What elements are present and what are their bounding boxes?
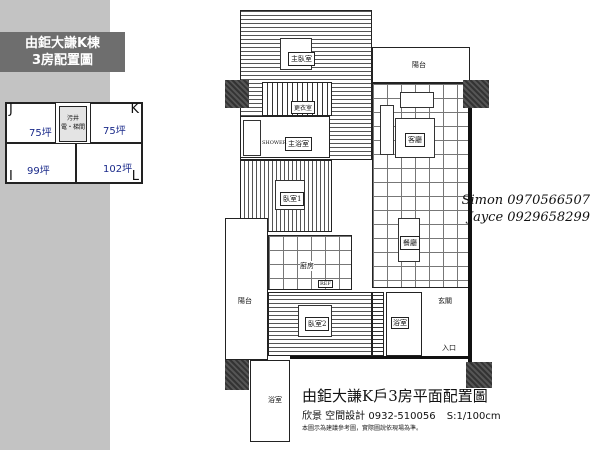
bathtub: [243, 120, 261, 156]
sidebar-background: [0, 0, 110, 450]
title-line1: 由鉅大謙K棟: [24, 36, 101, 51]
plan-note: 本圖示為建議參考圖，實際圖說依現場為準。: [302, 425, 423, 432]
unit-letter: J: [9, 102, 13, 117]
closet: [262, 82, 332, 116]
label-fridge: REF: [318, 280, 333, 288]
bath: [386, 292, 422, 356]
designer-info: 欣景 空間設計 0932-510056: [302, 411, 436, 422]
label-dining: 餐廳: [400, 236, 420, 250]
unit-letter: L: [131, 169, 139, 184]
label-master-bath: 主浴室: [285, 137, 312, 151]
core-label1: 污井: [66, 115, 79, 122]
label-entrance: 入口: [442, 344, 456, 352]
unit-area: 75坪: [103, 126, 126, 137]
label-bedroom2: 臥室2: [305, 317, 330, 331]
label-living: 客廳: [405, 133, 425, 147]
label-bath: 浴室: [391, 317, 409, 329]
living-dining-floor: [372, 83, 472, 288]
pillar: [466, 362, 492, 388]
wardrobe: [372, 292, 384, 356]
balcony-left: [225, 218, 268, 360]
balcony-top: [372, 47, 470, 83]
label-balcony-top: 陽台: [412, 61, 426, 69]
unit-j: J 75坪: [6, 102, 56, 143]
unit-letter: K: [130, 102, 139, 117]
unit-area: 102坪: [103, 164, 133, 175]
scale: S:1/100cm: [446, 411, 501, 422]
label-entry-hall: 玄關: [438, 297, 452, 305]
wall-bottom: [290, 356, 472, 359]
unit-area: 75坪: [29, 128, 52, 139]
plan-title: 由鉅大謙K戶3房平面配置圖: [302, 387, 488, 405]
label-master-bedroom: 主臥室: [288, 52, 315, 66]
key-map: J 75坪 污井 電・梯間 K 75坪 I 99坪 L 102坪: [5, 102, 143, 184]
label-closet: 更衣室: [291, 101, 316, 114]
pillar: [225, 80, 249, 108]
sofa-left: [380, 105, 394, 155]
contact-simon: Simon 0970566507: [461, 193, 590, 208]
small-bath: [250, 360, 290, 442]
plan-designer: 欣景 空間設計 0932-510056 S:1/100cm: [302, 407, 501, 422]
title-line2: 3房配置圖: [31, 53, 94, 68]
label-bedroom1: 臥室1: [280, 192, 305, 206]
unit-area: 99坪: [27, 166, 50, 177]
label-kitchen: 廚房: [300, 261, 314, 271]
unit-l: L 102坪: [76, 143, 142, 184]
label-shower: SHOWER: [262, 140, 287, 146]
unit-k: K 75坪: [90, 102, 142, 143]
label-balcony-left: 陽台: [238, 297, 252, 305]
agent-contacts: Simon 0970566507 Jayce 0929658299: [430, 192, 590, 226]
sidebar-title: 由鉅大謙K棟 3房配置圖: [0, 32, 125, 72]
wall-right: [468, 83, 472, 383]
core: 污井 電・梯間: [59, 106, 87, 142]
pillar: [463, 80, 489, 108]
label-small-bath: 浴室: [268, 396, 282, 404]
unit-letter: I: [9, 169, 13, 184]
unit-i: I 99坪: [6, 143, 76, 184]
pillar: [225, 360, 249, 390]
contact-jayce: Jayce 0929658299: [467, 210, 590, 225]
sofa-top: [400, 92, 434, 108]
core-label2: 電・梯間: [60, 124, 85, 131]
